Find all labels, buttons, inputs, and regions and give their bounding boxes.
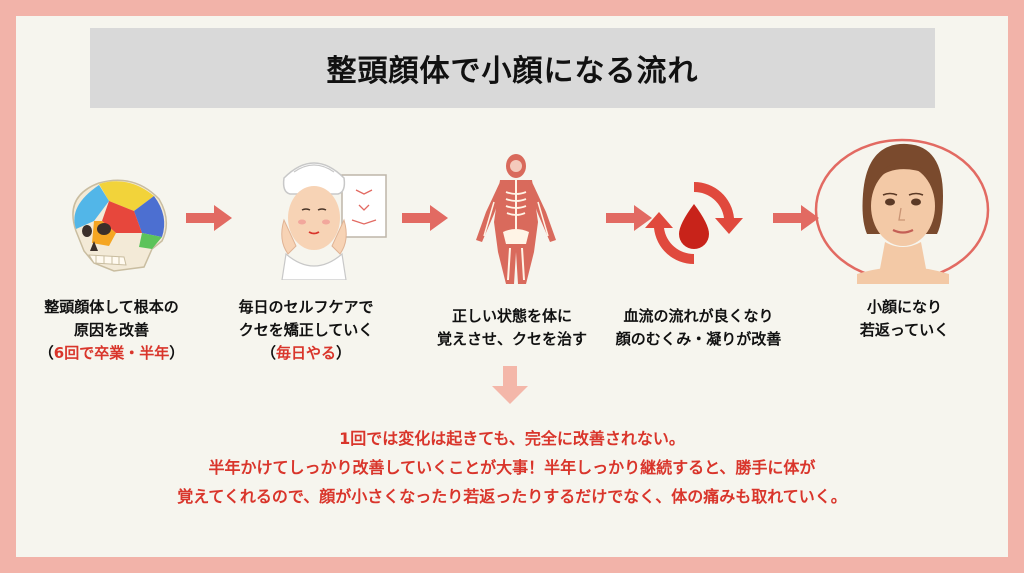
woman-face-icon (814, 138, 990, 284)
step-4-line1: 血流の流れが良くなり (623, 307, 774, 325)
arrow-right-icon (402, 205, 448, 231)
paren-close: ） (336, 344, 352, 362)
step-3-line1: 正しい状態を体に (451, 307, 572, 325)
step-1-highlight: 6回で卒業・半年 (53, 344, 170, 362)
title-banner: 整頭顔体で小顔になる流れ (90, 28, 935, 108)
arrow-right-icon (773, 205, 819, 231)
infographic-frame: 整頭顔体で小顔になる流れ (16, 16, 1008, 557)
summary-text: 1回では変化は起きても、完全に改善されない。 半年かけてしっかり改善していくこと… (16, 424, 1008, 511)
step-3-line2: 覚えさせ、クセを治す (436, 330, 587, 348)
step-2-line1: 毎日のセルフケアで (238, 298, 374, 316)
summary-line-1: 1回では変化は起きても、完全に改善されない。 (339, 429, 685, 448)
step-5-caption: 小顔になり 若返っていく (822, 296, 987, 342)
arrow-right-icon (186, 205, 232, 231)
step-1-line2: 原因を改善 (73, 321, 149, 339)
step-2-line2: クセを矯正していく (238, 321, 374, 339)
step-3-caption: 正しい状態を体に 覚えさせ、クセを治す (412, 305, 612, 351)
step-2-caption: 毎日のセルフケアで クセを矯正していく （毎日やる） (216, 296, 396, 365)
step-4-line2: 顔のむくみ・凝りが改善 (615, 330, 782, 348)
arrow-right-icon (606, 205, 652, 231)
step-1-caption: 整頭顔体して根本の 原因を改善 （6回で卒業・半年） (24, 296, 199, 365)
step-2-highlight: 毎日やる (275, 344, 336, 362)
paren-close: ） (169, 344, 185, 362)
step-5-line2: 若返っていく (859, 321, 950, 339)
skull-icon (72, 179, 168, 272)
step-1-line3: （6回で卒業・半年） (24, 342, 199, 365)
blood-circulation-icon (645, 181, 743, 265)
step-4-caption: 血流の流れが良くなり 顔のむくみ・凝りが改善 (606, 305, 791, 351)
step-5-line1: 小顔になり (866, 298, 942, 316)
arrow-down-icon (492, 366, 528, 404)
summary-line-2: 半年かけてしっかり改善していくことが大事！半年しっかり継続すると、勝手に体が (208, 458, 816, 477)
paren-open: （ (260, 344, 276, 362)
anatomy-body-icon (476, 154, 556, 284)
summary-line-3: 覚えてくれるので、顔が小さくなったり若返ったりするだけでなく、体の痛みも取れてい… (177, 487, 847, 506)
page-title: 整頭顔体で小顔になる流れ (326, 54, 699, 89)
step-2-line3: （毎日やる） (216, 342, 396, 365)
step-1-line1: 整頭顔体して根本の (44, 298, 179, 316)
self-care-face-icon (281, 162, 387, 280)
paren-open: （ (38, 344, 54, 362)
